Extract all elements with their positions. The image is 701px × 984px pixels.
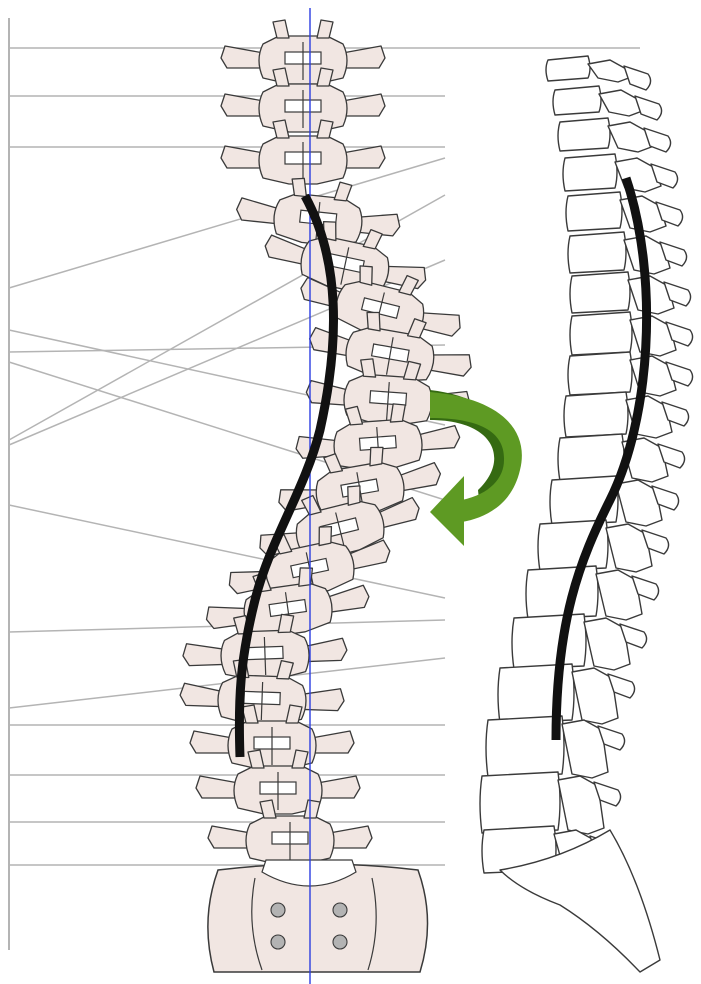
lateral-vertebra-7: [570, 272, 691, 314]
lateral-vertebra-9: [568, 352, 693, 396]
lateral-vertebra-10: [564, 392, 689, 438]
lateral-posterior-element: [630, 316, 676, 356]
lateral-body: [563, 154, 617, 191]
facet-left: [273, 20, 289, 38]
lateral-body: [558, 118, 610, 151]
lateral-vertebra-2: [553, 86, 662, 120]
lateral-vertebra-1: [546, 56, 651, 90]
lateral-vertebra-4: [563, 154, 678, 192]
sacral-foramen-3: [271, 935, 285, 949]
sacral-foramen-2: [333, 903, 347, 917]
lateral-body: [553, 86, 601, 115]
lateral-body: [570, 272, 630, 313]
lateral-spine-view: [480, 56, 693, 972]
curved-rotation-arrow-icon: [430, 390, 522, 546]
sacrum: [208, 860, 428, 972]
lateral-body: [480, 772, 560, 833]
lateral-body: [566, 192, 622, 231]
sacral-foramen-4: [333, 935, 347, 949]
lateral-body: [568, 232, 626, 273]
lateral-vertebra-15: [512, 614, 647, 670]
sacral-foramen-1: [271, 903, 285, 917]
lateral-posterior-element: [630, 356, 676, 396]
lateral-vertebra-5: [566, 192, 683, 232]
lateral-body: [570, 312, 632, 355]
lateral-spinous-process: [624, 66, 651, 90]
arrow-head: [430, 476, 464, 546]
lateral-body: [526, 566, 598, 619]
lateral-vertebra-14: [526, 566, 659, 620]
lateral-vertebra-3: [558, 118, 671, 152]
vertebra-1: [221, 20, 385, 84]
lateral-body: [558, 434, 624, 481]
lateral-vertebra-8: [570, 312, 693, 356]
lateral-body: [568, 352, 632, 395]
lateral-vertebra-13: [538, 520, 669, 572]
facet-right: [334, 182, 352, 202]
lateral-vertebra-18: [480, 772, 621, 834]
lateral-body: [512, 614, 586, 669]
lateral-body: [564, 392, 628, 437]
lateral-vertebra-6: [568, 232, 687, 274]
lateral-spinous-process: [635, 96, 662, 120]
lateral-vertebra-16: [498, 664, 635, 724]
facet-right: [317, 20, 333, 38]
lateral-body: [546, 56, 590, 81]
